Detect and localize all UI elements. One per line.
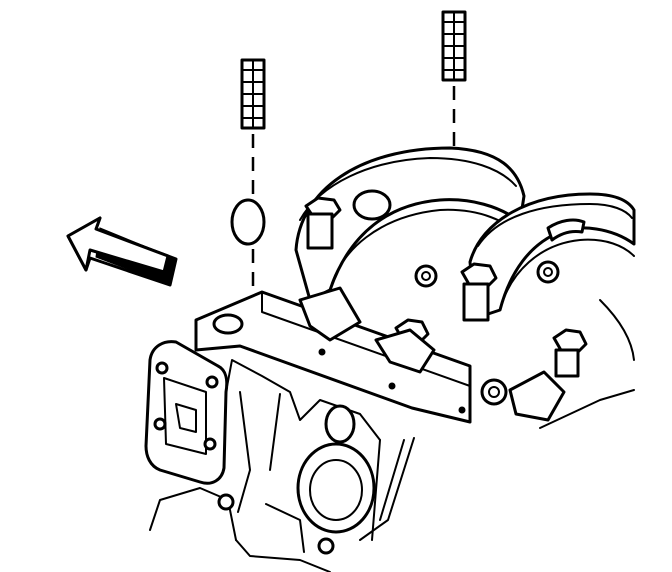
washer-2: [536, 260, 560, 284]
lower-block-body: [149, 359, 415, 572]
stud-bolt-left: [240, 58, 266, 310]
stud-bolt-right: [441, 10, 467, 148]
engine-block-deck: [194, 286, 566, 424]
bolt-head-1: [304, 196, 342, 250]
washer-3: [480, 378, 508, 406]
bearing-cap-front: [294, 146, 526, 302]
bolt-head-2: [460, 262, 498, 322]
direction-arrow-icon: [66, 216, 178, 287]
bearing-cap-rear: [468, 192, 636, 320]
crankcase-edges: [539, 299, 635, 429]
front-flange: [144, 340, 229, 485]
washer-1: [414, 264, 438, 288]
left-boss: [230, 198, 266, 246]
bolt-head-4: [552, 328, 588, 378]
